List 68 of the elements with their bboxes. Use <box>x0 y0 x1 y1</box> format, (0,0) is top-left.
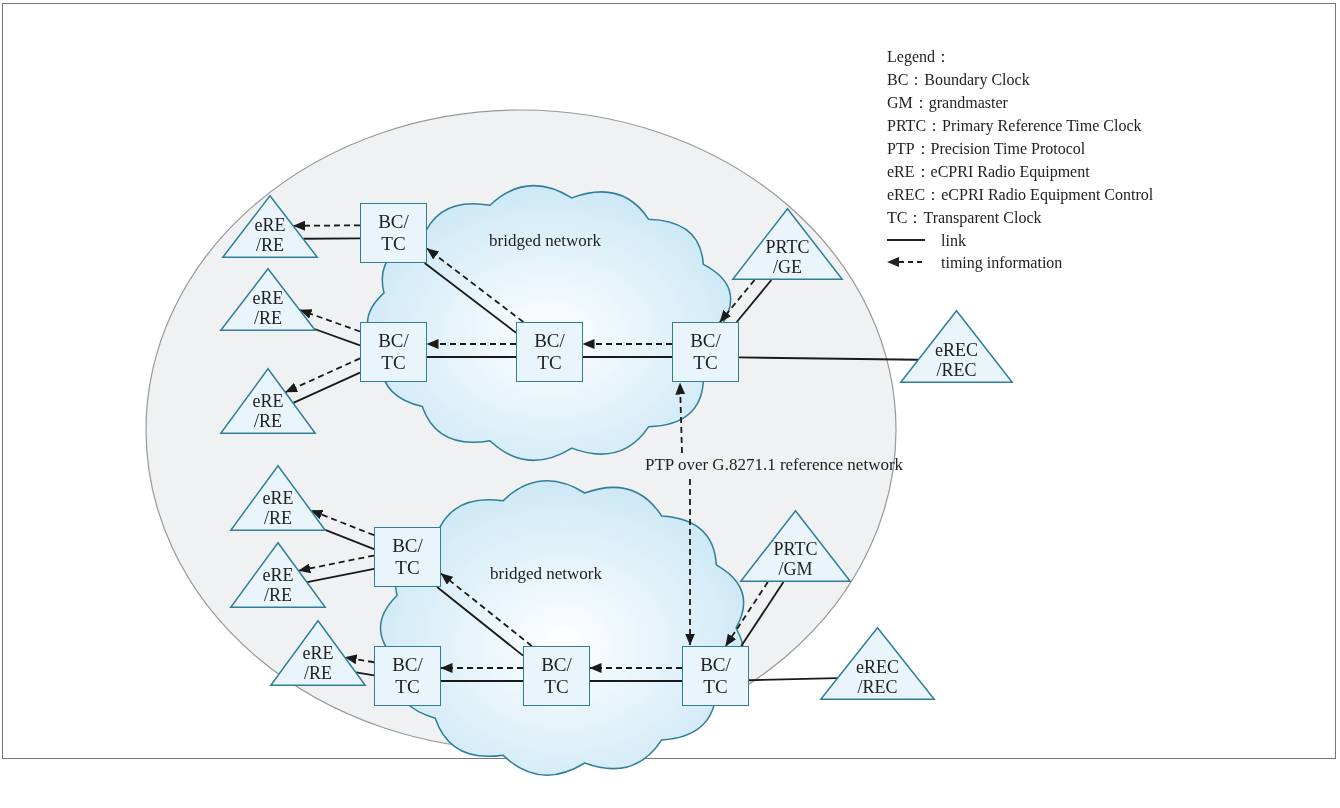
legend-definition: GM：grandmaster <box>887 93 1009 114</box>
clock-box: BC/ TC <box>523 646 590 706</box>
equipment-triangle <box>230 542 326 608</box>
timing-arrow <box>440 663 524 673</box>
node-text: eRE /RE <box>251 287 285 328</box>
equipment-triangle <box>270 620 366 686</box>
equipment-triangle <box>740 510 851 582</box>
timing-arrow <box>582 339 673 349</box>
clock-box: BC/ TC <box>516 322 583 382</box>
link-line <box>436 586 524 657</box>
timing-arrow <box>299 309 361 333</box>
equipment-triangle <box>820 627 935 700</box>
legend-definition: BC：Boundary Clock <box>887 70 1031 91</box>
equipment-triangle <box>220 368 316 434</box>
link-line <box>589 680 683 682</box>
cloud-label: bridged network <box>490 564 602 584</box>
link-line <box>423 262 517 334</box>
timing-arrow <box>297 554 375 574</box>
equipment-triangle <box>222 195 318 258</box>
timing-arrow <box>426 247 525 323</box>
timing-arrow <box>426 339 517 349</box>
legend-title: Legend： <box>887 47 952 68</box>
legend-definition: eRE：eCPRI Radio Equipment <box>887 162 1091 183</box>
clock-box: BC/ TC <box>672 322 739 382</box>
link-line <box>324 529 375 551</box>
node-text: eRE /RE <box>261 564 295 605</box>
cloud-label: bridged network <box>489 231 601 251</box>
timing-arrow <box>589 663 683 673</box>
timing-arrow <box>292 220 361 231</box>
timing-arrow <box>685 478 695 646</box>
link-line <box>306 567 375 584</box>
legend-label: link <box>941 230 966 251</box>
timing-arrow <box>719 279 756 323</box>
node-text: eRE /RE <box>261 487 295 528</box>
link-line <box>302 237 361 240</box>
clock-box: BC/ TC <box>374 527 441 587</box>
link-line <box>738 356 919 361</box>
timing-arrow <box>675 382 686 454</box>
link-line <box>426 356 517 358</box>
legend-definition: PRTC：Primary Reference Time Clock <box>887 116 1143 137</box>
node-text: eRE /RE <box>253 214 287 255</box>
legend-definition: eREC：eCPRI Radio Equipment Control <box>887 185 1154 206</box>
clock-box: BC/ TC <box>360 203 427 263</box>
timing-arrow <box>724 581 769 647</box>
network-label: PTP over G.8271.1 reference network <box>645 455 904 476</box>
link-line <box>355 671 375 677</box>
link-line <box>440 680 524 682</box>
link-line <box>582 356 673 358</box>
node-text: eREC /REC <box>855 656 900 697</box>
node-text: PRTC /GE <box>764 236 811 277</box>
node-text: PRTC /GM <box>772 538 819 579</box>
clock-box: BC/ TC <box>682 646 749 706</box>
legend-label: timing information <box>941 252 1063 274</box>
equipment-triangle <box>230 465 326 531</box>
link-line <box>292 371 361 404</box>
equipment-triangle <box>732 208 843 280</box>
node-text: eREC /REC <box>934 339 979 380</box>
timing-arrow <box>440 572 533 647</box>
node-text: eRE /RE <box>251 390 285 431</box>
clock-box: BC/ TC <box>374 646 441 706</box>
node-text: eRE /RE <box>301 642 335 683</box>
legend-definition: PTP：Precision Time Protocol <box>887 139 1087 159</box>
legend-definition: TC：Transparent Clock <box>887 208 1043 229</box>
equipment-triangle <box>900 310 1013 383</box>
link-line <box>735 279 773 323</box>
timing-arrow <box>284 357 361 394</box>
clock-box: BC/ TC <box>360 322 427 382</box>
equipment-triangle <box>220 268 316 331</box>
